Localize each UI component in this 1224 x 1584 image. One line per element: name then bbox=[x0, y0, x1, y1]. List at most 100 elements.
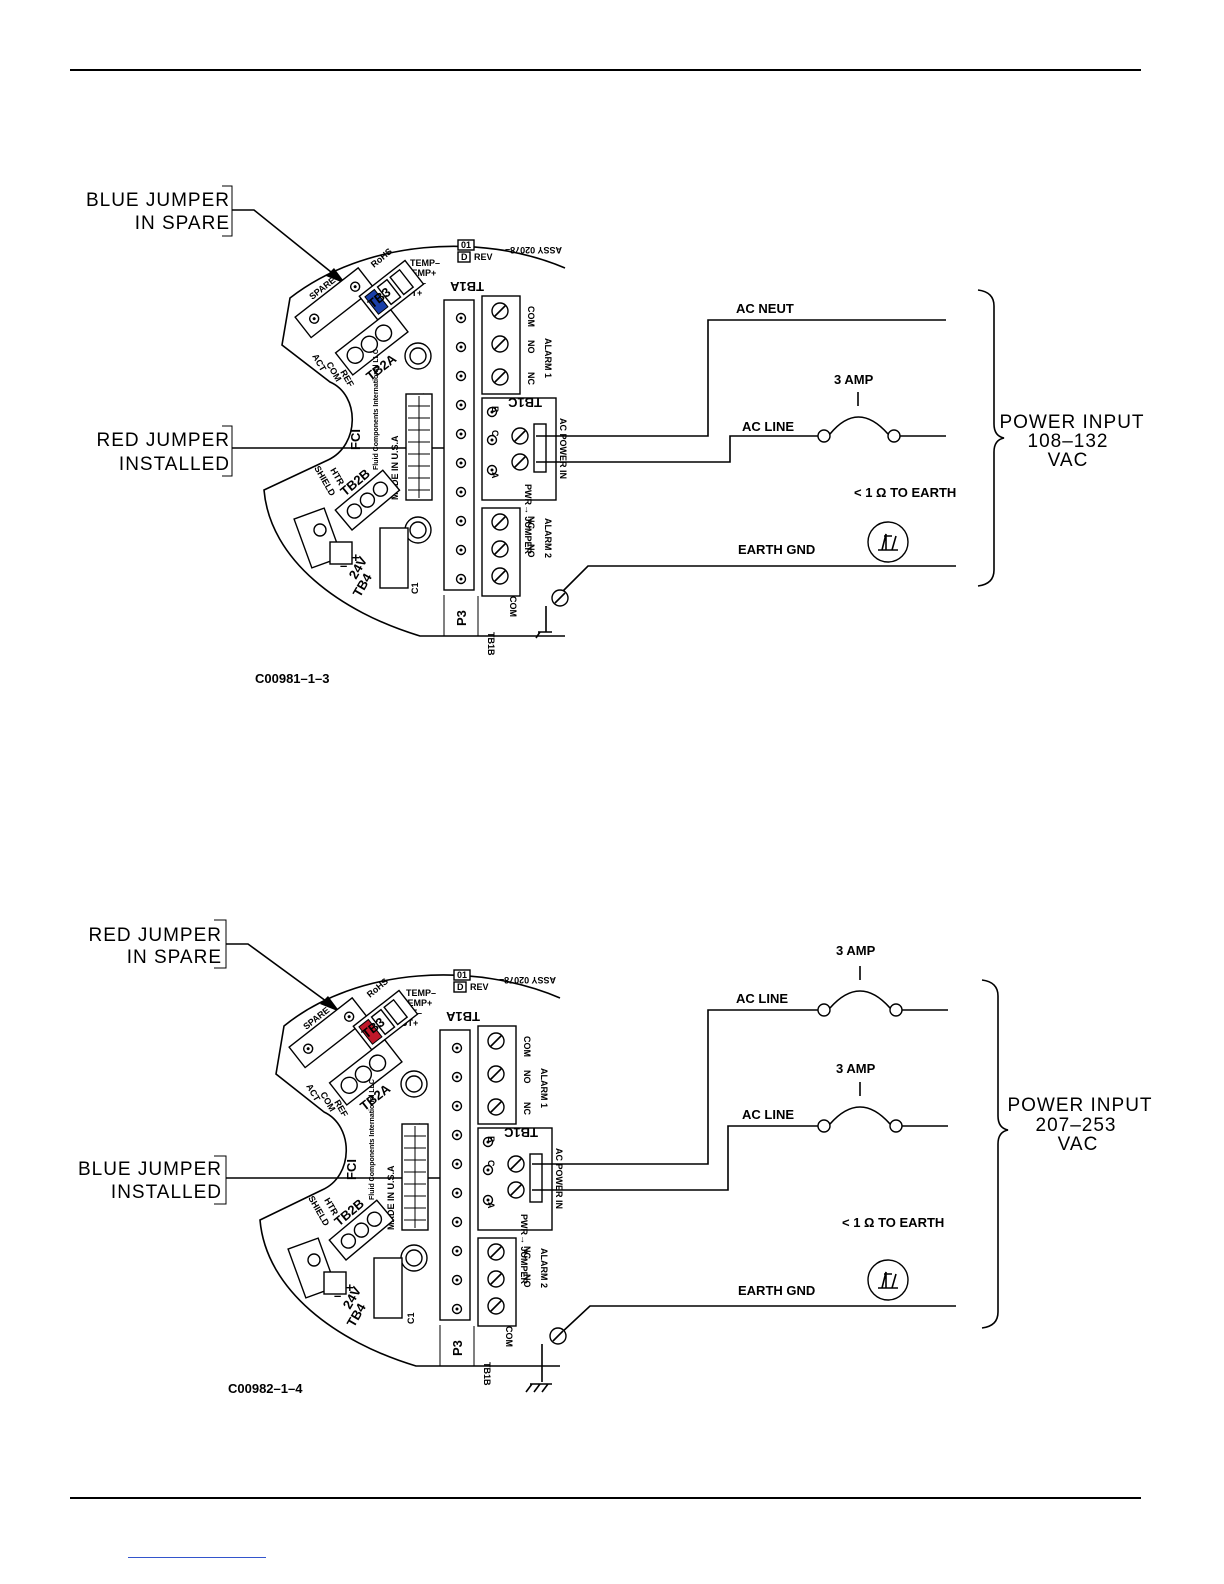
nc-terminal: NC bbox=[522, 1102, 532, 1115]
c1-capacitor bbox=[379, 527, 409, 589]
power-input-line2: 108–132 bbox=[1028, 431, 1109, 452]
no-terminal: NO bbox=[522, 1274, 532, 1288]
pwr-jumper-label: PWR→ JUMPER bbox=[523, 484, 533, 555]
fuse-arc bbox=[829, 416, 889, 435]
terminal-a: A bbox=[486, 1202, 496, 1209]
rev-box-text: 01 bbox=[457, 970, 467, 980]
assy-label: ASSY 02078– bbox=[499, 975, 556, 985]
act-label: ACT bbox=[304, 1082, 322, 1103]
power-input-line1: POWER INPUT bbox=[999, 412, 1144, 433]
ac-power-in-label: AC POWER IN bbox=[558, 418, 568, 479]
drawing-number: C00982–1–4 bbox=[228, 1381, 303, 1396]
com-terminal: COM bbox=[526, 306, 536, 327]
made-in-label: MADE IN U.S.A bbox=[386, 1165, 396, 1230]
callout-mid-line2: INSTALLED bbox=[119, 454, 230, 475]
fuse-label: 3 AMP bbox=[836, 943, 876, 958]
tb3-pin: TEMP– bbox=[410, 258, 440, 268]
p3-label: P3 bbox=[450, 1340, 465, 1356]
com-terminal: COM bbox=[522, 1036, 532, 1057]
fuse-label: 3 AMP bbox=[836, 1061, 876, 1076]
callout-top-line2: IN SPARE bbox=[127, 947, 222, 968]
wire-earth-gnd bbox=[559, 565, 956, 595]
com-terminal: COM bbox=[504, 1326, 514, 1347]
tb1a-label: TB1A bbox=[449, 279, 484, 294]
callout-mid-line2: INSTALLED bbox=[111, 1182, 222, 1203]
footer-link-underline[interactable] bbox=[128, 1557, 266, 1558]
tb1b-label: TB1B bbox=[482, 1362, 492, 1386]
fuse-terminal bbox=[817, 1003, 831, 1017]
fuse-terminal bbox=[817, 429, 831, 443]
ac-power-in-label: AC POWER IN bbox=[554, 1148, 564, 1209]
callout-arrow bbox=[226, 943, 331, 1005]
ground-label: EARTH GND bbox=[738, 542, 815, 557]
board-outline bbox=[259, 974, 561, 1367]
terminal-b: B bbox=[486, 1136, 496, 1143]
earth-ground-icon bbox=[867, 521, 909, 563]
nc-terminal: NC bbox=[526, 516, 536, 529]
maker-label: Fluid Components International LLC bbox=[373, 349, 380, 470]
wire-ac-neut bbox=[536, 319, 946, 437]
callout-top-line1: BLUE JUMPER bbox=[86, 190, 230, 211]
com-terminal: COM bbox=[508, 596, 518, 617]
pwr-jumper-label: PWR→ JUMPER bbox=[519, 1214, 529, 1285]
footer-rule bbox=[70, 1497, 1141, 1499]
no-terminal: NO bbox=[526, 340, 536, 354]
wire-ac-line bbox=[536, 435, 818, 463]
plus-sign: + bbox=[352, 550, 360, 565]
nc-terminal: NC bbox=[526, 372, 536, 385]
callout-arrow bbox=[232, 209, 337, 277]
alarm2-label: ALARM 2 bbox=[539, 1248, 549, 1288]
wire-label: AC LINE bbox=[742, 419, 794, 434]
red-jumper bbox=[358, 1018, 383, 1045]
wire-label: AC LINE bbox=[736, 991, 788, 1006]
diagram-240vac: RED JUMPER IN SPARE BLUE JUMPER INSTALLE… bbox=[78, 919, 1152, 1396]
c1-label: C1 bbox=[410, 582, 420, 594]
blue-jumper bbox=[364, 288, 389, 315]
rev-box-text: 01 bbox=[461, 240, 471, 250]
fci-logo: FCI bbox=[348, 429, 363, 450]
header-rule bbox=[70, 69, 1141, 71]
power-input-line3: VAC bbox=[1048, 450, 1089, 471]
p2-pins bbox=[404, 1126, 426, 1228]
tb1c-jumper bbox=[533, 423, 547, 473]
assy-label: ASSY 02078– bbox=[505, 245, 562, 255]
wire-ac-line-2 bbox=[532, 1125, 818, 1191]
nc-terminal: NC bbox=[522, 1246, 532, 1259]
rev-label: REV bbox=[470, 982, 489, 992]
board-outline bbox=[263, 245, 566, 637]
minus-sign: – bbox=[340, 558, 347, 573]
tb3-pin: TEMP– bbox=[406, 988, 436, 998]
terminal-b: B bbox=[490, 406, 500, 413]
rohs-label: RoHS bbox=[369, 246, 394, 269]
ground-note: < 1 Ω TO EARTH bbox=[854, 485, 956, 500]
tb1c-jumper bbox=[529, 1153, 543, 1203]
fuse-terminal bbox=[889, 1003, 903, 1017]
act-label: ACT bbox=[310, 352, 328, 373]
callout-mid-line1: RED JUMPER bbox=[96, 430, 230, 451]
rev-letter: D bbox=[457, 982, 464, 992]
fuse-terminal bbox=[887, 429, 901, 443]
callout-bracket bbox=[222, 425, 233, 477]
fuse-label: 3 AMP bbox=[834, 372, 874, 387]
alarm2-label: ALARM 2 bbox=[543, 518, 553, 558]
minus-sign: – bbox=[334, 1288, 341, 1303]
rev-label: REV bbox=[474, 252, 493, 262]
callout-bracket bbox=[214, 1155, 227, 1205]
p2-pins bbox=[408, 396, 430, 498]
alarm1-label: ALARM 1 bbox=[539, 1068, 549, 1108]
tb3-pin: TEMP+ bbox=[406, 268, 436, 278]
drawing-number: C00981–1–3 bbox=[255, 671, 329, 686]
made-in-label: MADE IN U.S.A bbox=[390, 435, 400, 500]
fuse-arc bbox=[829, 1106, 891, 1125]
no-terminal: NO bbox=[522, 1070, 532, 1084]
c1-label: C1 bbox=[406, 1312, 416, 1324]
diagram-120vac: BLUE JUMPER IN SPARE RED JUMPER INSTALLE… bbox=[86, 185, 1144, 686]
power-input-line1: POWER INPUT bbox=[1007, 1095, 1152, 1116]
rev-box bbox=[457, 239, 475, 251]
terminal-c: C bbox=[486, 1160, 496, 1167]
power-input-line2: 207–253 bbox=[1036, 1115, 1117, 1136]
callout-mid-line1: BLUE JUMPER bbox=[78, 1159, 222, 1180]
rev-letter: D bbox=[461, 252, 468, 262]
